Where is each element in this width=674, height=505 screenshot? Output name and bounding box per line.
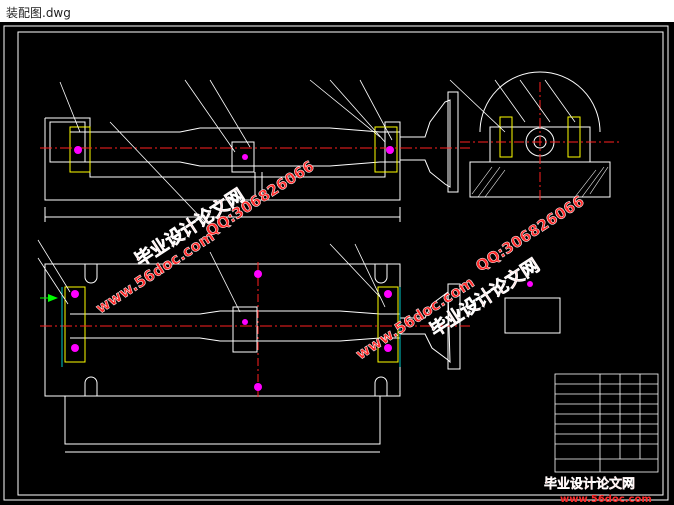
watermark-site-footer: www.56doc.com — [560, 494, 652, 505]
leader-lines-plan — [37, 239, 386, 313]
assembly-drawing: 毕业设计论文网 QQ:306826066 www.56doc.com 毕业设计论… — [3, 25, 669, 505]
bolt-marker — [254, 270, 262, 278]
watermark-brand-footer: 毕业设计论文网 — [544, 476, 635, 492]
leader-lines-side — [449, 79, 576, 133]
window-titlebar: 装配图.dwg — [0, 0, 674, 23]
leader-lines-top — [59, 79, 393, 223]
side-hatch — [471, 166, 609, 198]
bolt-marker — [74, 146, 82, 154]
front-view — [44, 91, 459, 222]
file-title: 装配图.dwg — [6, 6, 71, 20]
bolt-marker — [242, 319, 248, 325]
drawing-canvas[interactable]: 毕业设计论文网 QQ:306826066 www.56doc.com 毕业设计论… — [0, 22, 674, 505]
section-arrow — [48, 294, 58, 302]
bolt-marker — [254, 383, 262, 391]
outer-frame — [3, 25, 669, 501]
inner-frame — [17, 31, 664, 496]
bolt-marker — [242, 154, 248, 160]
bolt-marker — [527, 281, 533, 287]
plan-view — [44, 263, 561, 445]
watermark-group: 毕业设计论文网 QQ:306826066 www.56doc.com 毕业设计论… — [92, 157, 652, 505]
title-block — [554, 373, 659, 473]
bolt-marker — [71, 290, 79, 298]
bolt-marker — [384, 344, 392, 352]
bolt-marker — [386, 146, 394, 154]
bolt-marker — [71, 344, 79, 352]
bolt-marker — [384, 290, 392, 298]
